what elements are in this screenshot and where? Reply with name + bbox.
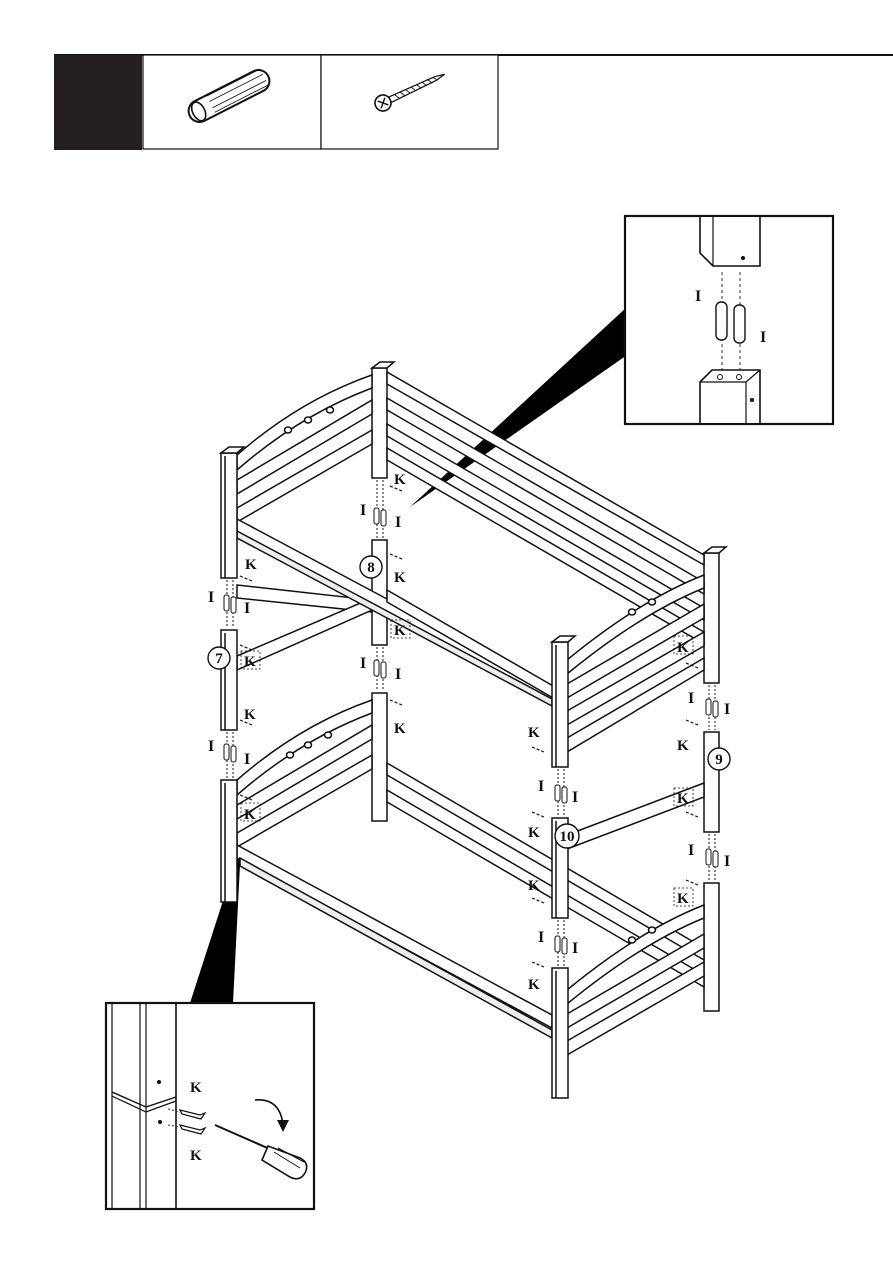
label-i: I	[244, 600, 250, 617]
post-front-right-upper	[551, 641, 569, 768]
callout-pointer-top	[410, 307, 627, 507]
post-front-right-lower	[551, 967, 569, 1099]
label-k: K	[394, 721, 406, 737]
label-k: K	[677, 738, 689, 754]
label-k: K	[677, 640, 689, 656]
dowel-detail-box: I I	[623, 214, 835, 426]
label-i: I	[538, 778, 544, 795]
parts-table	[54, 54, 893, 150]
bunk-bed-drawing	[218, 361, 729, 1099]
leg-number-7: 7	[215, 651, 223, 667]
detail-label-dowel-left: I	[695, 288, 701, 305]
label-i: I	[724, 853, 730, 870]
parts-cell-screw	[320, 54, 499, 150]
leg-number-8: 8	[367, 560, 375, 576]
label-i: I	[538, 929, 544, 946]
leg-number-9: 9	[715, 752, 723, 768]
post-front-left-mid	[220, 629, 238, 731]
screwdriver-icon	[214, 1124, 308, 1180]
detail-label-dowel-right: I	[760, 329, 766, 346]
label-i: I	[572, 940, 578, 957]
label-i: I	[244, 751, 250, 768]
label-k: K	[394, 472, 406, 488]
label-k: K	[244, 654, 256, 670]
leg-number-10: 10	[560, 829, 575, 845]
label-i: I	[360, 655, 366, 672]
screw-detail-box: K K	[104, 1001, 316, 1211]
screw-hints	[239, 485, 699, 968]
post-front-left-lower	[220, 779, 238, 903]
post-back-right-upper	[703, 552, 720, 684]
label-i: I	[395, 666, 401, 683]
post-back-right-lower	[703, 882, 720, 1012]
label-i: I	[208, 738, 214, 755]
dowel-connections	[223, 480, 719, 966]
label-k: K	[244, 707, 256, 723]
label-k: K	[528, 878, 540, 894]
label-i: I	[360, 502, 366, 519]
detail-label-screw-top: K	[190, 1080, 202, 1096]
post-back-left-upper	[371, 367, 388, 479]
label-k: K	[528, 977, 540, 993]
post-front-left-upper	[220, 452, 238, 579]
detail-dowel-right	[733, 304, 746, 344]
post-back-right-mid	[703, 731, 720, 833]
label-i: I	[208, 589, 214, 606]
label-k: K	[394, 570, 406, 586]
step-badge	[54, 55, 142, 150]
highlight-boxes	[240, 619, 694, 907]
detail-label-screw-bottom: K	[190, 1148, 202, 1164]
label-i: I	[688, 842, 694, 859]
screw-labels: K K K K K K K K K K K K K K K K	[244, 472, 689, 993]
detail-dowel-left	[715, 301, 728, 341]
leg-number-badges: 7 8 9 10	[207, 555, 731, 849]
label-i: I	[572, 789, 578, 806]
label-i: I	[688, 690, 694, 707]
post-back-left-lower	[371, 692, 388, 822]
dowel-labels: I I I I I I I I I I I I I I I I	[208, 502, 730, 957]
label-k: K	[528, 825, 540, 841]
label-k: K	[245, 557, 257, 573]
label-i: I	[724, 701, 730, 718]
label-k: K	[677, 791, 689, 807]
screw-icon	[374, 73, 445, 112]
wooden-dowel-icon	[187, 68, 271, 123]
label-k: K	[528, 725, 540, 741]
label-k: K	[244, 807, 256, 823]
label-k: K	[677, 891, 689, 907]
label-i: I	[395, 514, 401, 531]
label-k: K	[394, 623, 406, 639]
